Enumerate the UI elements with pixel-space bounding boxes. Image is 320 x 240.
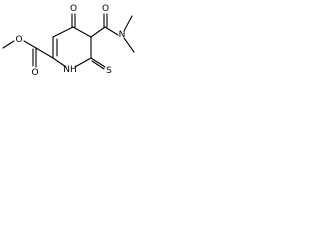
ester-carbonyl-oxygen-label: O (31, 68, 38, 78)
thione-sulfur-label: S (106, 66, 112, 76)
bond-c6-n1 (74, 57, 92, 68)
chemical-structure-diagram: O O N O O NH S (2, 4, 135, 78)
ring-nh-label: NH (63, 65, 77, 75)
ester-ether-oxygen-label: O (15, 35, 22, 45)
bond-n-methyl-up (123, 15, 133, 32)
atom-labels: O O N O O NH S (15, 4, 125, 78)
bond-c6-s (90, 57, 106, 68)
amide-nitrogen-label: N (119, 30, 126, 40)
ketone-oxygen-label: O (70, 4, 77, 14)
bond-c6-s-double (91, 60, 105, 70)
bond-o-methyl (2, 40, 15, 49)
bond-c5-amide-c (90, 26, 106, 38)
bond-ester-c-o-ether (23, 40, 37, 49)
bond-c3-c4 (52, 26, 74, 38)
bond-n-methyl-down (123, 37, 135, 53)
amide-oxygen-label: O (102, 4, 109, 14)
bond-amide-c-n (104, 26, 119, 36)
bond-c4-c5 (72, 26, 92, 38)
bond-n1-c2 (52, 57, 67, 68)
bonds (2, 13, 135, 70)
bond-c2-ester-c (35, 47, 54, 59)
